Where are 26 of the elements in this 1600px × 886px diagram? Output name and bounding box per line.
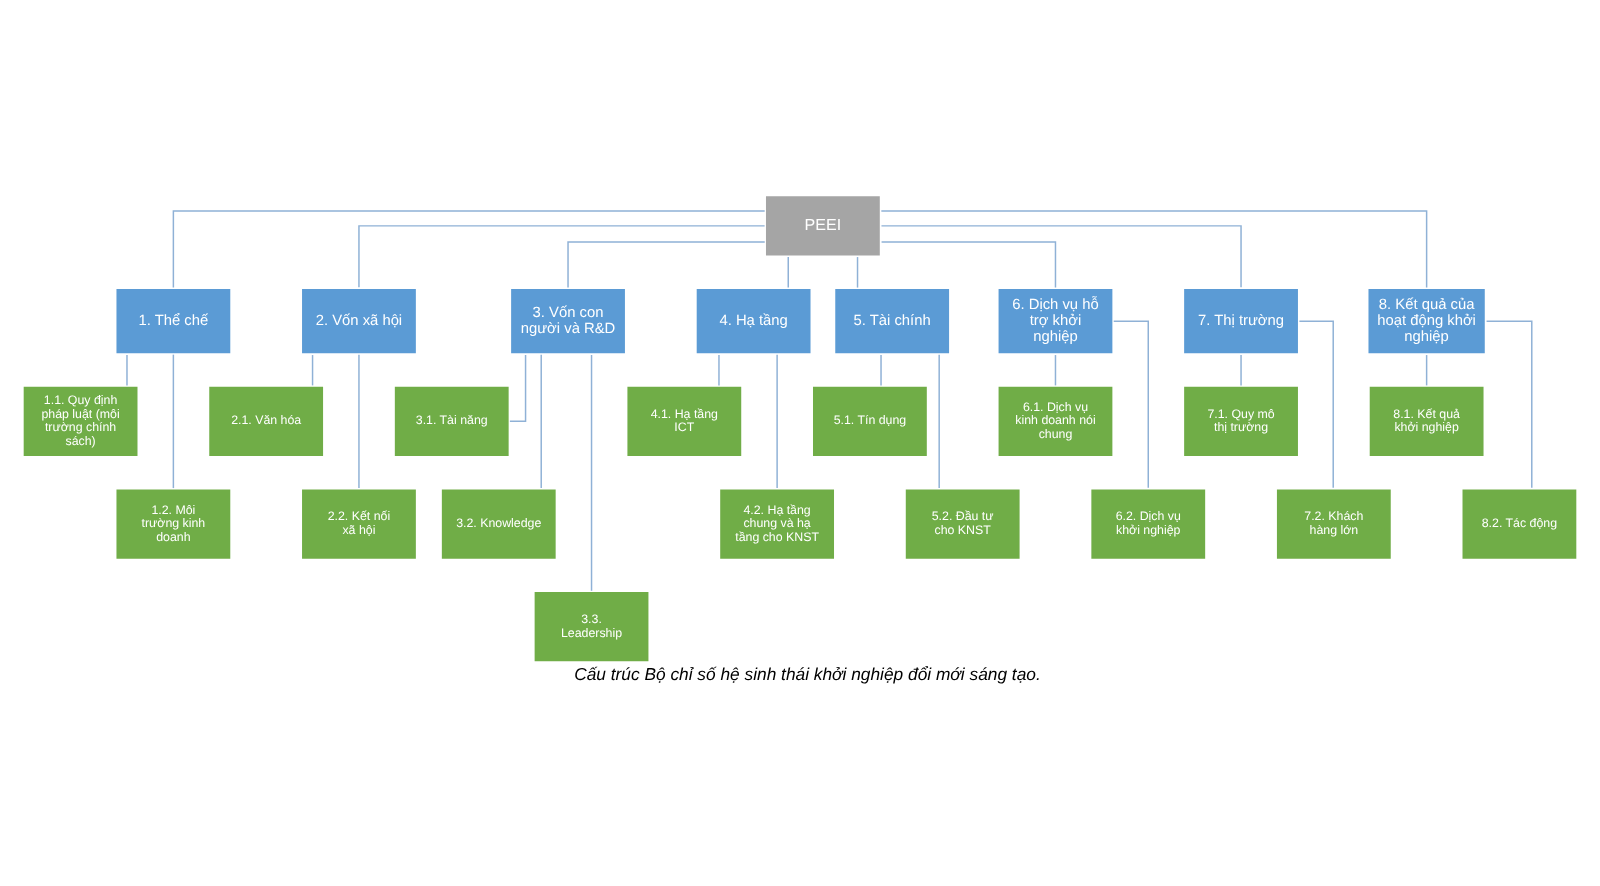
connector <box>856 256 859 289</box>
connector <box>938 353 940 489</box>
connector <box>880 354 882 387</box>
connector <box>880 241 1057 289</box>
connector <box>311 354 314 387</box>
connector <box>880 225 1242 289</box>
connector <box>1485 320 1533 489</box>
connector <box>509 354 527 423</box>
connector <box>787 256 789 289</box>
connector <box>126 354 128 387</box>
connector <box>880 210 1428 289</box>
connector <box>718 354 720 387</box>
connector <box>1054 354 1057 387</box>
connector <box>1112 320 1149 489</box>
connector <box>358 225 766 289</box>
caption: Cấu trúc Bộ chỉ số hệ sinh thái khởi nghiệp đổi mới sáng tạo. <box>574 664 1041 685</box>
connector <box>172 210 766 289</box>
connector <box>1240 354 1242 387</box>
connector <box>1298 320 1334 489</box>
connector <box>540 353 542 489</box>
connector <box>776 353 778 489</box>
connector <box>172 353 175 489</box>
connector <box>1425 354 1428 387</box>
connector <box>590 354 593 592</box>
connector <box>358 353 360 489</box>
connector <box>567 241 766 289</box>
